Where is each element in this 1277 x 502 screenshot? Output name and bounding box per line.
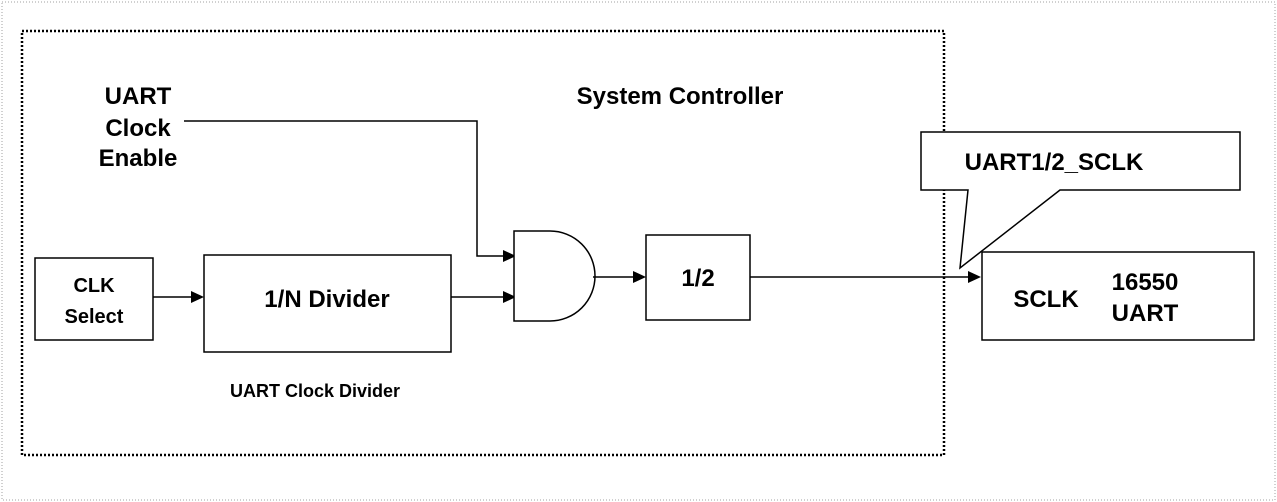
clk-select-box [34, 257, 154, 341]
divider-box [203, 254, 452, 353]
sclk-callout [920, 131, 1241, 270]
uart-clock-enable-line-2: Clock [105, 115, 171, 142]
clk-select-line-1: CLK [73, 275, 115, 297]
clk-to-divider-arrow [191, 291, 204, 303]
gate-to-half-arrow [633, 271, 646, 283]
sclk-pin-label: SCLK [1013, 286, 1079, 313]
uart-model-line-2: UART [1112, 300, 1179, 327]
enable-wire [184, 120, 505, 257]
system-controller-label: System Controller [577, 83, 784, 110]
sclk-arrow [968, 271, 981, 283]
system-controller-boundary [20, 29, 946, 457]
enable-arrow [503, 250, 516, 262]
and-gate [513, 230, 596, 322]
uart-clock-enable-line-1: UART [105, 83, 172, 110]
clk-select-line-2: Select [65, 306, 124, 328]
divider-caption: UART Clock Divider [230, 381, 400, 401]
half-divider-label: 1/2 [681, 265, 714, 292]
sclk-callout-label: UART1/2_SCLK [965, 149, 1144, 176]
divider-label: 1/N Divider [264, 286, 389, 313]
uart-clock-enable-label: UART Clock Enable [99, 83, 178, 172]
uart-model-line-1: 16550 [1112, 269, 1179, 296]
divider-to-gate-arrow [503, 291, 516, 303]
uart-clock-enable-line-3: Enable [99, 145, 178, 172]
uart-16550-box [981, 251, 1255, 341]
